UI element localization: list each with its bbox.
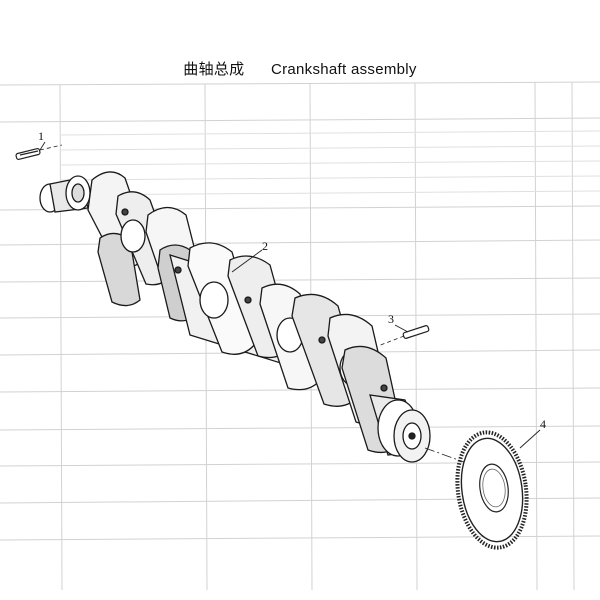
callout-3: 3 <box>388 312 394 326</box>
show-through-table <box>0 81 600 591</box>
gear-ring-icon <box>455 430 529 550</box>
title-english: Crankshaft assembly <box>270 61 417 78</box>
title-chinese: 曲轴总成 <box>183 60 245 78</box>
page-title: 曲轴总成 Crankshaft assembly <box>0 58 600 79</box>
callout-4: 4 <box>540 417 546 431</box>
leader-lines <box>39 141 541 449</box>
callout-1: 1 <box>38 129 44 143</box>
crankshaft-icon <box>39 171 431 463</box>
pin-icon <box>15 148 41 160</box>
callout-2: 2 <box>262 239 268 253</box>
